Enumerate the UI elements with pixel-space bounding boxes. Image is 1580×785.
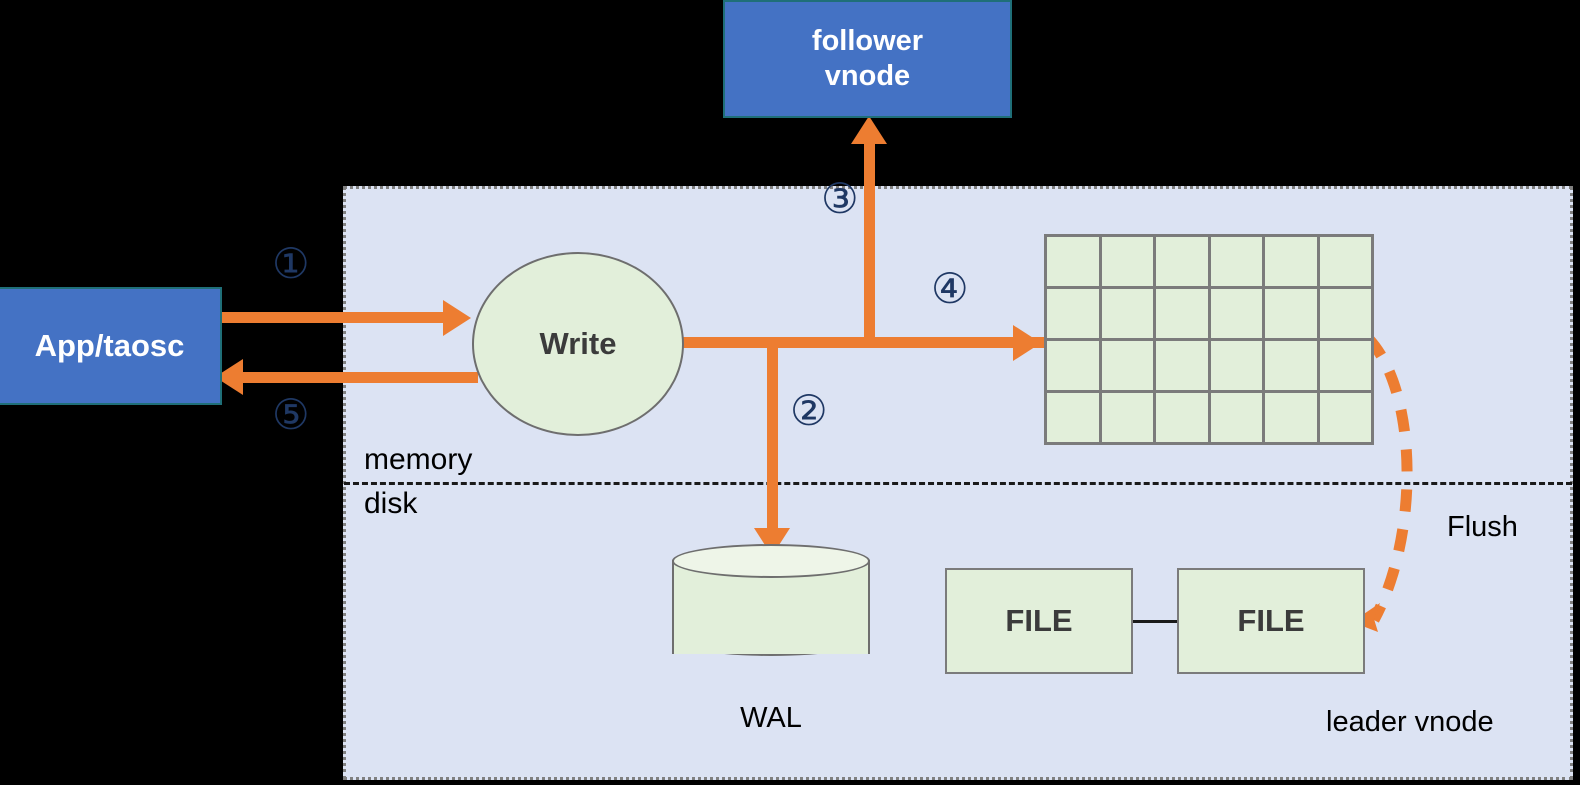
memtable-cell — [1101, 393, 1153, 442]
memtable-cell — [1101, 237, 1153, 286]
disk-label: disk — [364, 487, 418, 520]
step-number-2: ② — [790, 386, 828, 435]
wal-cylinder[interactable] — [672, 544, 870, 670]
memtable-cell — [1156, 341, 1208, 390]
file-link-connector — [1133, 620, 1179, 623]
step-number-4: ④ — [931, 264, 969, 313]
follower-vnode-label: follower vnode — [811, 24, 924, 92]
arrowhead-to-write — [443, 300, 471, 336]
memtable-grid[interactable] — [1044, 234, 1374, 445]
write-label: Write — [539, 326, 617, 361]
flush-label: Flush — [1447, 511, 1518, 543]
memtable-cell — [1047, 289, 1099, 338]
memtable-cell — [1265, 393, 1317, 442]
memtable-cell — [1265, 341, 1317, 390]
memory-disk-divider — [344, 482, 1572, 485]
arrowhead-to-memtable — [1013, 325, 1041, 361]
memtable-cell — [1156, 289, 1208, 338]
memtable-cell — [1047, 341, 1099, 390]
memtable-cell — [1319, 341, 1371, 390]
memtable-cell — [1047, 237, 1099, 286]
file-node-2-label: FILE — [1237, 603, 1305, 638]
step-number-1: ① — [272, 239, 310, 288]
file-node-2[interactable]: FILE — [1177, 568, 1365, 674]
file-node-1[interactable]: FILE — [945, 568, 1133, 674]
memtable-cell — [1101, 341, 1153, 390]
connector-app-to-write — [219, 312, 461, 323]
step-number-3: ③ — [821, 174, 859, 223]
app-taosc-node[interactable]: App/taosc — [0, 287, 222, 405]
memtable-cell — [1210, 341, 1262, 390]
memory-label: memory — [364, 443, 473, 476]
memtable-cell — [1210, 237, 1262, 286]
connector-write-to-app — [230, 372, 478, 383]
memtable-cell — [1265, 289, 1317, 338]
arrowhead-to-follower — [851, 116, 887, 144]
memtable-cell — [1319, 237, 1371, 286]
connector-write-to-wal — [767, 343, 778, 535]
step-number-5: ⑤ — [272, 390, 310, 439]
memtable-cell — [1101, 289, 1153, 338]
wal-label: WAL — [740, 702, 802, 734]
leader-vnode-label: leader vnode — [1326, 706, 1494, 738]
memtable-cell — [1156, 237, 1208, 286]
memtable-cell — [1210, 289, 1262, 338]
memtable-cell — [1265, 237, 1317, 286]
wal-cylinder-top — [672, 544, 870, 578]
connector-write-to-follower — [864, 140, 875, 343]
flush-arrow — [1352, 334, 1413, 632]
memtable-cell — [1047, 393, 1099, 442]
memtable-cell — [1319, 393, 1371, 442]
memtable-cell — [1210, 393, 1262, 442]
file-node-1-label: FILE — [1005, 603, 1073, 638]
memtable-cell — [1156, 393, 1208, 442]
follower-vnode-node[interactable]: follower vnode — [723, 0, 1012, 118]
app-taosc-label: App/taosc — [34, 328, 185, 364]
write-node[interactable]: Write — [472, 252, 684, 436]
memtable-cell — [1319, 289, 1371, 338]
